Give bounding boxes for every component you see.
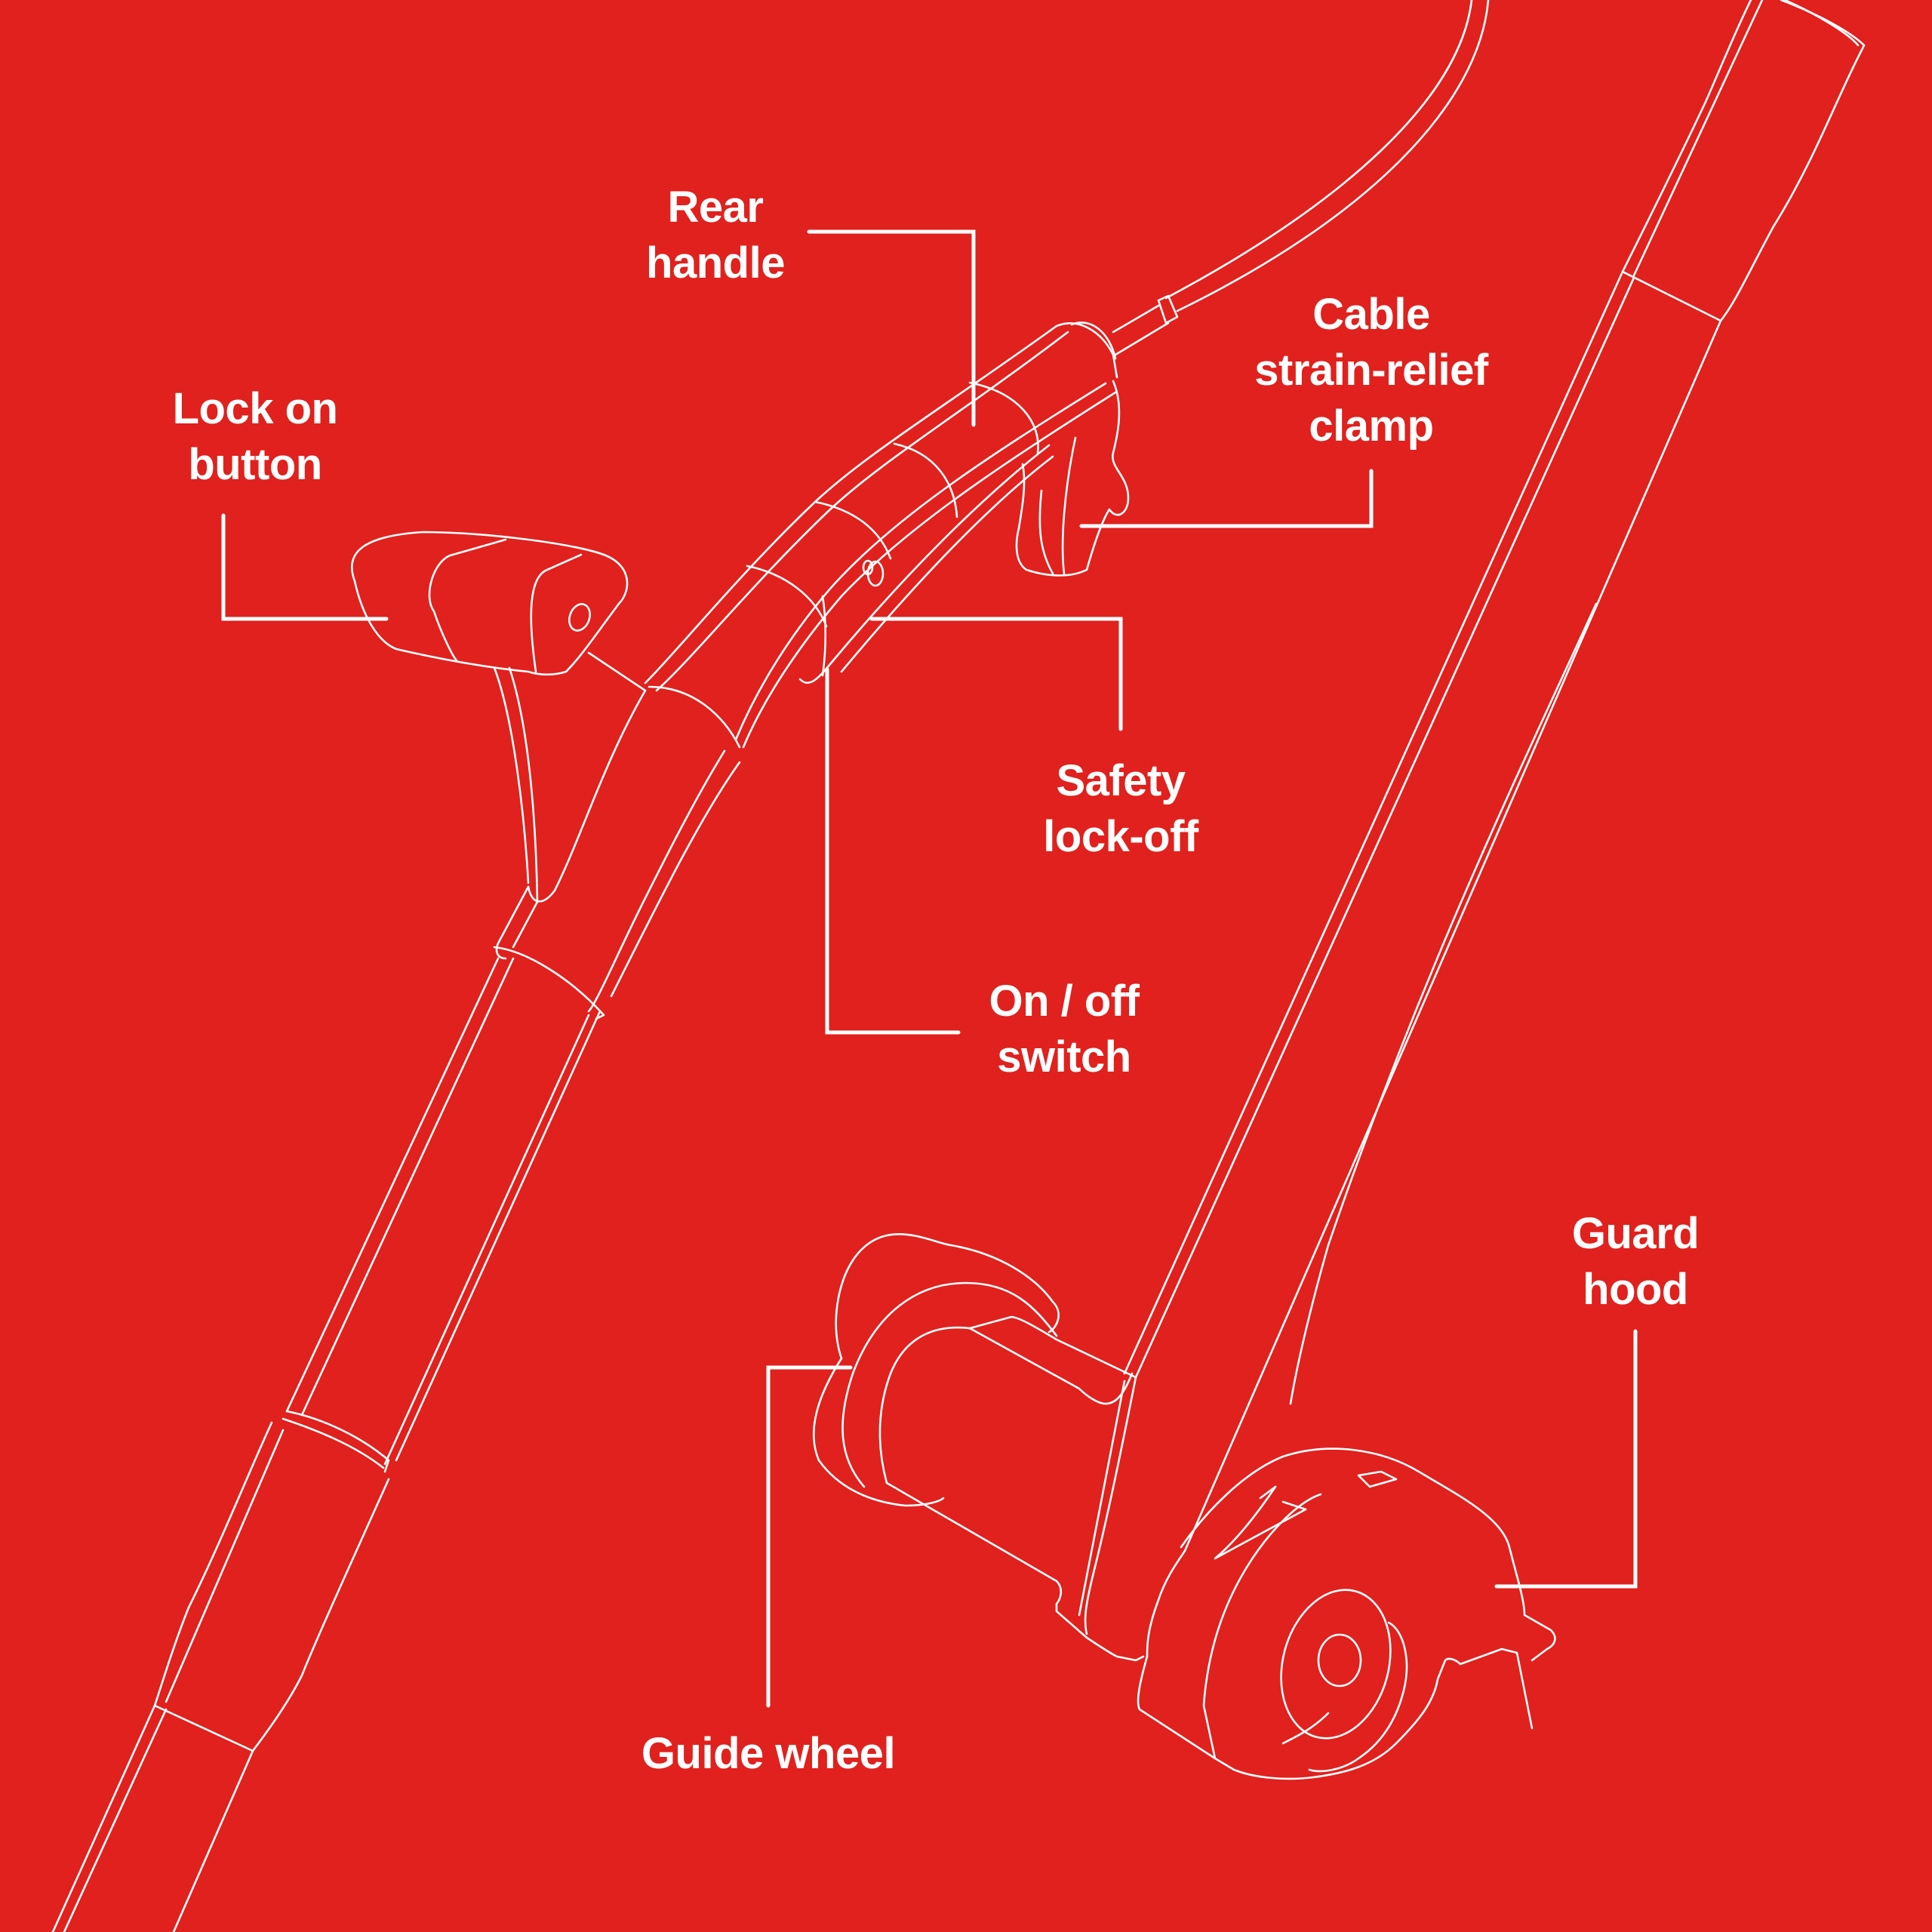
- rear-handle-body: [644, 321, 1118, 749]
- main-shaft: [51, 749, 741, 1932]
- label-on-off-switch-line2: switch: [997, 1032, 1131, 1081]
- guard-hood: [1078, 1376, 1556, 1780]
- leader-lock-on-button: [221, 513, 389, 621]
- label-safety-lock-off-line2: lock-off: [1043, 812, 1198, 861]
- label-safety-lock-off-line1: Safety: [1056, 756, 1186, 805]
- lock-on-front-handle: [350, 531, 647, 949]
- label-guard-hood-line2: hood: [1583, 1265, 1688, 1314]
- label-safety-lock-off: Safety lock-off: [1043, 753, 1198, 865]
- label-guard-hood-line1: Guard: [1571, 1209, 1700, 1258]
- label-rear-handle: Rear handle: [646, 180, 785, 291]
- label-lock-on-button-line2: button: [188, 440, 322, 489]
- switch-housing: [798, 380, 1130, 684]
- label-cable-clamp-line1: Cable: [1312, 290, 1430, 339]
- label-rear-handle-line2: handle: [646, 238, 785, 288]
- leader-guard-hood: [1494, 1329, 1638, 1589]
- label-cable-clamp: Cable strain-relief clamp: [1254, 287, 1488, 454]
- leader-rear-handle: [807, 229, 976, 427]
- label-on-off-switch: On / off switch: [989, 974, 1140, 1085]
- label-cable-clamp-line3: clamp: [1309, 401, 1434, 451]
- label-lock-on-button: Lock on button: [173, 381, 338, 493]
- leader-cable-clamp: [1079, 469, 1374, 528]
- leader-on-off-switch: [825, 667, 961, 1035]
- guide-wheel: [812, 1233, 1137, 1639]
- label-cable-clamp-line2: strain-relief: [1254, 346, 1488, 395]
- label-lock-on-button-line1: Lock on: [172, 384, 338, 433]
- label-guard-hood: Guard hood: [1571, 1206, 1700, 1318]
- label-rear-handle-line1: Rear: [667, 183, 764, 232]
- power-cable: [1112, 0, 1490, 356]
- label-on-off-switch-line1: On / off: [989, 977, 1140, 1026]
- leader-guide-wheel: [766, 1365, 853, 1708]
- edger-shaft: [1123, 0, 1866, 1552]
- leader-safety-lock-off: [869, 617, 1123, 731]
- label-guide-wheel: Guide wheel: [641, 1726, 896, 1782]
- label-guide-wheel-line1: Guide wheel: [641, 1729, 896, 1778]
